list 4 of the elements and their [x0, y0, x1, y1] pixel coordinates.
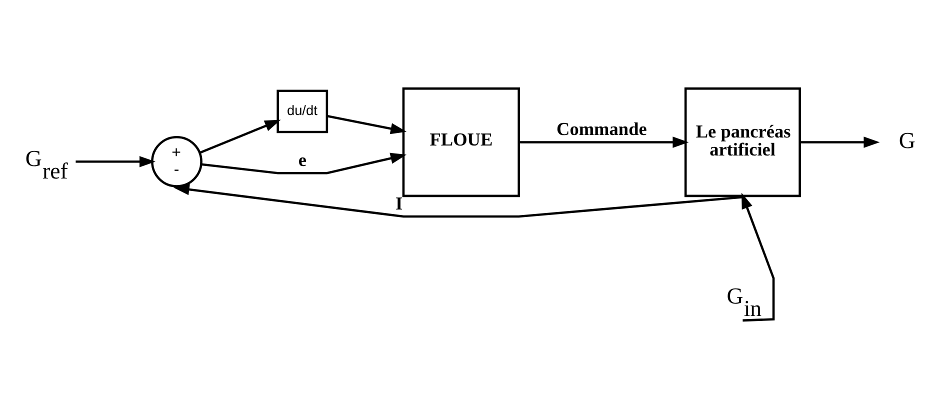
node-label: I: [395, 193, 403, 214]
edge-label: Commande: [556, 119, 647, 140]
edge-label: e: [298, 150, 306, 170]
node-text: G: [898, 128, 916, 153]
